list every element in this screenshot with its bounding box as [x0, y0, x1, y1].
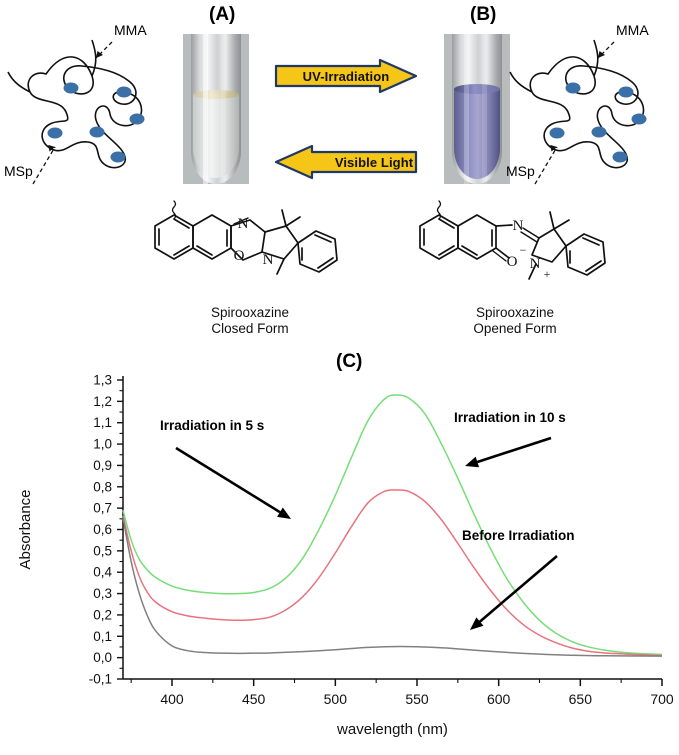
chart-annotation-arrowhead	[465, 456, 480, 468]
x-tick-label: 400	[160, 691, 184, 707]
msp-node	[116, 86, 132, 98]
chart-annotation-arrow	[175, 446, 281, 514]
x-tick-label: 450	[242, 691, 266, 707]
x-tick-label: 550	[405, 691, 429, 707]
x-tick-label: 500	[324, 691, 348, 707]
y-tick-label: 1,3	[93, 373, 112, 388]
y-tick-label: 1,1	[93, 415, 112, 430]
msp-node	[89, 126, 105, 138]
y-tick-label: 0,0	[93, 650, 112, 665]
y-tick-label: 1,2	[93, 394, 112, 409]
msp-node	[47, 127, 63, 139]
atom-label-o-minus: O	[507, 254, 518, 270]
msp-node	[63, 82, 79, 94]
tube-a-photo	[183, 34, 249, 184]
charge-negative: −	[520, 243, 527, 257]
arrow-right-shape	[274, 58, 418, 94]
msp-node	[591, 126, 607, 138]
y-tick-label: -0,1	[89, 672, 112, 687]
schematic-right-mma-label: MMA	[616, 22, 649, 38]
atom-label-n: N	[513, 218, 524, 234]
spirooxazine-closed-svg: N O N	[154, 200, 338, 275]
atom-label-n: N	[238, 216, 249, 232]
y-axis-title: Absorbance	[17, 489, 34, 569]
visible-light-arrow: Visible Light	[274, 144, 418, 180]
polymer-chain-left-svg	[7, 39, 145, 185]
y-tick-label: 0,2	[93, 607, 112, 622]
spirooxazine-opened-svg: N O − N +	[419, 200, 606, 281]
schematic-left-msp-label: MSp	[4, 163, 33, 179]
schematic-right-msp-label: MSp	[506, 163, 535, 179]
arrow-left-shape	[274, 144, 418, 180]
msp-node	[565, 82, 581, 94]
y-tick-label: 0,8	[93, 479, 112, 494]
y-tick-label: 0,9	[93, 458, 112, 473]
series-line	[122, 517, 663, 657]
charge-positive: +	[544, 267, 551, 281]
visible-light-label: Visible Light	[334, 154, 414, 170]
structure-closed-caption: Spirooxazine Closed Form	[170, 305, 330, 337]
panel-label-b: (B)	[470, 4, 497, 25]
y-tick-label: 0,4	[93, 565, 112, 580]
msp-node	[618, 86, 634, 98]
structure-opened-form: N O − N +	[408, 198, 618, 311]
y-tick-label: 0,5	[93, 543, 112, 558]
y-tick-label: 0,6	[93, 522, 112, 537]
schematic-left	[6, 14, 174, 194]
chart-annotation-label: Before Irradiation	[462, 528, 575, 543]
panel-label-a: (A)	[209, 4, 236, 25]
structure-opened-caption: Spirooxazine Opened Form	[435, 305, 595, 337]
atom-label-n-plus: N	[530, 256, 541, 272]
chart-annotation-label: Irradiation in 10 s	[454, 410, 566, 425]
chart-annotation-arrow	[479, 555, 558, 623]
x-axis-title: wavelength (nm)	[336, 721, 448, 738]
y-tick-label: 0,7	[93, 501, 112, 516]
chart-annotation-label: Irradiation in 5 s	[160, 418, 264, 433]
opened-form-state: Opened Form	[473, 321, 557, 336]
schematic-left-mma-label: MMA	[114, 22, 147, 38]
y-tick-label: 1,0	[93, 437, 112, 452]
chart-annotation-arrowhead	[470, 617, 484, 630]
msp-node	[129, 113, 145, 125]
chart-annotation-arrow	[476, 436, 552, 464]
chart-annotation-arrowhead	[277, 507, 291, 519]
uv-irradiation-label: UV-Irradiation	[302, 68, 390, 84]
msp-node	[631, 113, 647, 125]
y-tick-label: 0,3	[93, 586, 112, 601]
schematic-right	[508, 14, 676, 194]
msp-node	[612, 151, 628, 163]
closed-form-state: Closed Form	[211, 321, 289, 336]
x-tick-label: 600	[487, 691, 511, 707]
series-line	[122, 489, 663, 657]
x-tick-label: 650	[569, 691, 593, 707]
y-tick-label: 0,1	[93, 629, 112, 644]
opened-form-name: Spirooxazine	[475, 305, 555, 320]
structure-closed-form: N O N	[143, 198, 353, 311]
x-tick-label: 700	[650, 691, 674, 707]
atom-label-n2: N	[263, 252, 274, 268]
series-line	[122, 394, 663, 656]
uv-irradiation-arrow: UV-Irradiation	[274, 58, 418, 94]
tube-b-photo	[444, 34, 510, 184]
chart-svg: -0,1 0,0 0,1 0,2 0,3 0,4 0,5 0,6 0,7 0,8 0,9 1,0 1,1…	[17, 373, 674, 739]
polymer-chain-right-svg	[509, 39, 647, 185]
msp-node	[110, 151, 126, 163]
closed-form-name: Spirooxazine	[210, 305, 290, 320]
absorbance-spectrum-chart: -0,1 0,0 0,1 0,2 0,3 0,4 0,5 0,6 0,7 0,8 0,9 1,0 1,1…	[0, 352, 679, 750]
panel-label-c: (C)	[336, 351, 363, 372]
msp-node	[549, 127, 565, 139]
atom-label-o: O	[234, 248, 245, 264]
